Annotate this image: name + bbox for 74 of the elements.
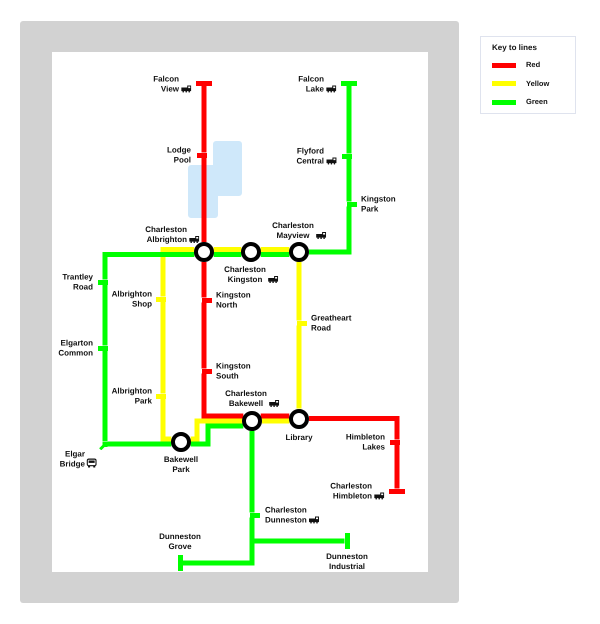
station-name: Trantley Road: [62, 272, 93, 292]
route-line: [346, 86, 352, 154]
route-line: [214, 252, 242, 257]
station-name: Himbleton Lakes: [346, 432, 385, 452]
station-name: Kingston South: [216, 362, 251, 380]
route-line: [202, 262, 206, 298]
station-tick: [296, 320, 306, 326]
route-line: [394, 444, 400, 488]
station-tick: [250, 512, 260, 518]
station-tick: [202, 298, 212, 302]
route-line: [202, 302, 206, 368]
station-tick: [196, 152, 206, 158]
station-name: Albrighton Park: [112, 386, 152, 406]
legend-title: Key to lines: [492, 43, 537, 53]
terminus-bar: [389, 488, 405, 494]
station-tick: [98, 346, 108, 350]
route-line: [254, 538, 344, 544]
station-name: Greatheart Road: [311, 314, 352, 332]
station-name: Falcon View: [153, 74, 179, 94]
route-line: [262, 418, 290, 424]
station-name: Charleston Albrighton: [145, 225, 187, 244]
terminus-bar: [178, 555, 182, 571]
route-line: [296, 262, 302, 320]
station-tick: [390, 440, 400, 444]
station-tick: [156, 296, 166, 302]
station-name: Charleston Kingston: [224, 265, 266, 284]
route-line: [346, 158, 352, 202]
station-name: Charleston Dunneston: [265, 506, 307, 524]
station-name: Elgarton Common: [58, 338, 93, 358]
station-tick: [99, 442, 108, 450]
route-line: [260, 247, 290, 252]
route-line: [260, 252, 290, 257]
route-line: [260, 414, 290, 418]
station-name: Charleston Bakewell: [225, 389, 267, 408]
route-line: [309, 206, 352, 254]
route-line: [160, 302, 166, 394]
route-line: [108, 442, 172, 446]
station-name: Elgar Bridge: [60, 450, 85, 468]
station-name: Bakewell Park: [164, 455, 198, 474]
station-name: Library: [285, 433, 313, 442]
station-name: Falcon Lake: [298, 74, 324, 94]
station-tick: [202, 368, 212, 374]
route-line: [102, 284, 108, 346]
route-line: [102, 350, 108, 442]
station-tick: [342, 154, 352, 158]
route-line: [160, 247, 194, 296]
route-line: [214, 247, 242, 252]
route-line: [250, 518, 254, 541]
station-name: Flyford Central: [296, 146, 324, 166]
station-name: Charleston Mayview: [272, 221, 314, 240]
route-line: [202, 374, 244, 418]
route-line: [202, 158, 206, 242]
station-name: Kingston Park: [361, 194, 396, 214]
route-line: [182, 541, 254, 566]
terminus-bar: [196, 80, 212, 86]
terminus-bar: [341, 80, 357, 86]
station-tick: [98, 280, 108, 284]
route-line: [296, 326, 302, 408]
station-name: Charleston Himbleton: [330, 482, 372, 500]
route-line: [202, 86, 206, 152]
route-line: [250, 431, 254, 512]
station-name: Dunneston Industrial: [326, 552, 368, 571]
station-tick: [346, 202, 356, 206]
route-line: [160, 398, 172, 442]
station-name: Albrighton Shop: [112, 290, 152, 308]
station-tick: [156, 394, 166, 398]
route-line: [102, 252, 194, 280]
route-line: [309, 416, 400, 440]
station-name: Dunneston Grove: [159, 532, 201, 551]
route-line: [190, 424, 244, 446]
station-name: Kingston North: [216, 290, 251, 310]
route-line: [190, 418, 242, 442]
station-name: Lodge Pool: [167, 146, 191, 164]
terminus-bar: [344, 533, 350, 549]
